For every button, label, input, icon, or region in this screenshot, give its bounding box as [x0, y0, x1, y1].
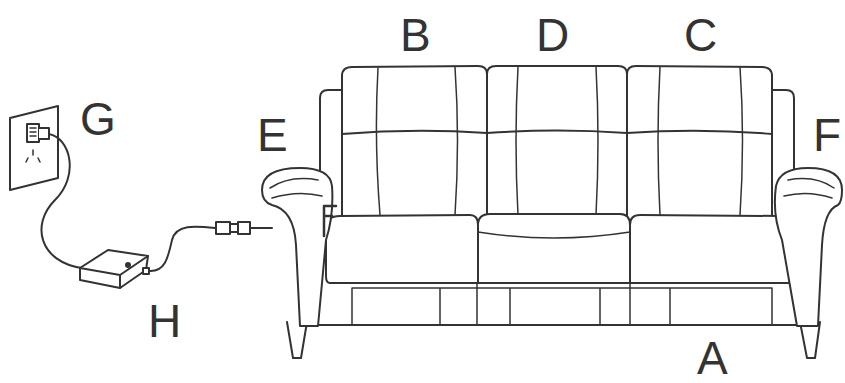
part-letter: G — [80, 96, 116, 142]
part-letter: C — [684, 12, 717, 58]
part-letter: F — [813, 112, 841, 158]
sofa-leg — [800, 322, 820, 358]
sofa-leg — [287, 322, 307, 358]
power-adapter — [80, 250, 149, 288]
dc-cable — [149, 227, 216, 271]
sofa-arm-right — [775, 168, 842, 326]
seat-cushions — [326, 214, 795, 283]
power-cable — [41, 134, 82, 268]
cable-connector — [216, 222, 272, 234]
part-letter: H — [148, 298, 181, 344]
part-letter: A — [697, 335, 728, 381]
part-letter: D — [536, 12, 569, 58]
sofa-arm-left — [262, 168, 336, 326]
part-letter: B — [400, 12, 431, 58]
back-cushions — [342, 66, 772, 220]
part-letter: E — [257, 112, 288, 158]
wall-socket — [10, 106, 58, 190]
